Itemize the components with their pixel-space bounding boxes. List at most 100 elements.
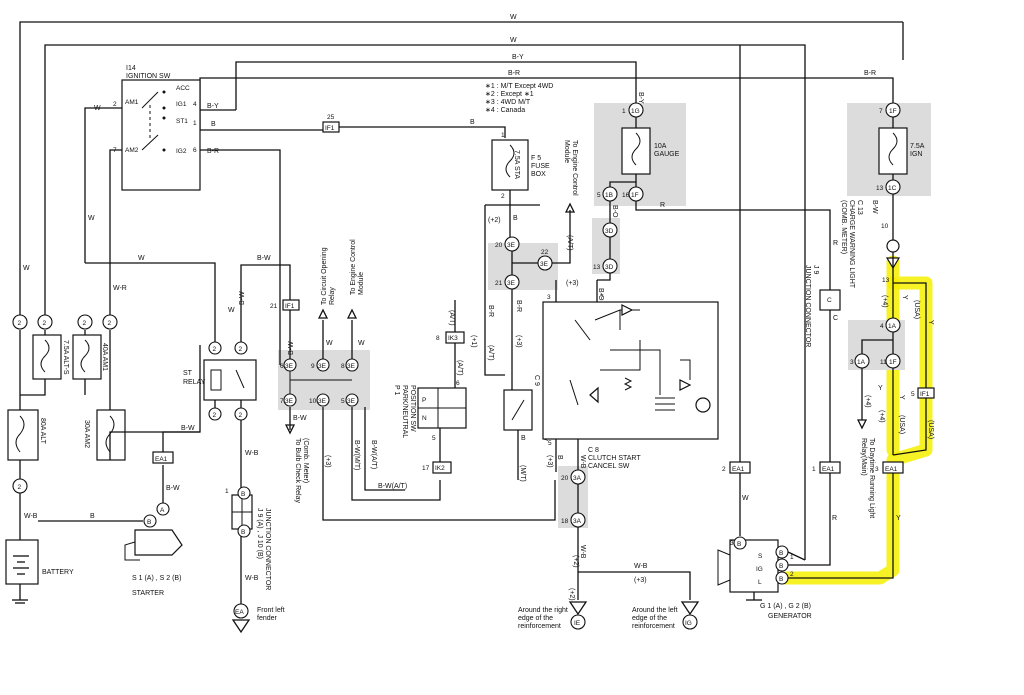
svg-text:30A AM2: 30A AM2: [83, 420, 90, 448]
svg-text:3D: 3D: [605, 228, 614, 235]
svg-text:W: W: [742, 495, 749, 502]
svg-text:80A ALT: 80A ALT: [39, 418, 46, 445]
svg-text:B: B: [90, 513, 95, 520]
svg-text:3E: 3E: [318, 363, 327, 370]
svg-text:5: 5: [341, 398, 345, 405]
svg-text:B-W(M/T): B-W(M/T): [353, 440, 360, 470]
svg-text:B: B: [737, 541, 741, 548]
wire-label: W: [138, 255, 145, 262]
svg-text:B: B: [147, 519, 151, 526]
svg-text:To Bulb Check Relay: To Bulb Check Relay: [294, 438, 301, 503]
svg-text:(+4): (+4): [864, 395, 871, 408]
wire-label: W: [510, 14, 517, 21]
wire-label: B-R: [864, 70, 876, 77]
svg-text:I14: I14: [126, 65, 136, 72]
svg-text:AM1: AM1: [125, 99, 139, 106]
svg-text:IK3: IK3: [448, 335, 458, 342]
svg-text:P 1: P 1: [393, 385, 400, 395]
svg-text:fender: fender: [257, 615, 278, 622]
svg-text:10: 10: [881, 223, 889, 230]
wire-label: B: [470, 119, 475, 126]
svg-text:B-O: B-O: [611, 205, 618, 218]
svg-text:1: 1: [622, 108, 626, 115]
svg-text:(USA): (USA): [913, 300, 920, 319]
svg-text:Front left: Front left: [257, 607, 285, 614]
svg-text:EA1: EA1: [822, 466, 835, 473]
svg-text:IF1: IF1: [325, 125, 335, 132]
svg-text:5: 5: [597, 192, 601, 199]
wire-label: B-Y: [207, 103, 219, 110]
svg-text:8: 8: [436, 335, 440, 342]
svg-text:B-R: B-R: [515, 300, 522, 312]
starter: S 1 (A) , S 2 (B) STARTER: [124, 465, 183, 597]
svg-text:Y: Y: [898, 395, 905, 400]
svg-text:3E: 3E: [285, 363, 294, 370]
svg-text:B: B: [241, 529, 245, 536]
svg-text:B: B: [513, 215, 518, 222]
svg-text:10: 10: [309, 398, 317, 405]
svg-text:J 9: J 9: [812, 265, 819, 274]
wire-label: W: [510, 37, 517, 44]
svg-text:W: W: [326, 340, 333, 347]
svg-text:B-R: B-R: [487, 305, 494, 317]
svg-text:B: B: [521, 435, 526, 442]
svg-text:Module: Module: [563, 140, 570, 163]
svg-text:(+2): (+2): [572, 555, 579, 568]
svg-text:1F: 1F: [631, 192, 639, 199]
svg-text:N: N: [422, 415, 427, 422]
svg-text:Relay(Main): Relay(Main): [860, 438, 867, 476]
svg-text:B: B: [241, 491, 245, 498]
clutch-start-cancel-switch: 3 7 5 C 8 CLUTCH START CANCEL SW: [542, 280, 719, 472]
svg-text:1F: 1F: [889, 359, 897, 366]
svg-text:BATTERY: BATTERY: [42, 569, 74, 576]
notes-legend: ∗1 : M/T Except 4WD ∗2 : Except ∗1 ∗3 : …: [485, 83, 553, 114]
svg-text:R: R: [833, 240, 838, 247]
fuse-blocks-left: 7.5A ALT-S 40A AM1 80A ALT 30A AM2: [7, 330, 201, 480]
svg-text:IG: IG: [685, 620, 692, 627]
connector-ik2: [432, 461, 452, 474]
svg-text:25: 25: [327, 114, 335, 121]
svg-text:EA1: EA1: [155, 456, 168, 463]
svg-text:13: 13: [593, 264, 601, 271]
svg-text:B-W(A/T): B-W(A/T): [370, 440, 377, 469]
svg-text:RELAY: RELAY: [183, 379, 206, 386]
svg-text:21: 21: [270, 303, 278, 310]
svg-text:1: 1: [790, 554, 794, 561]
svg-text:IF1: IF1: [285, 303, 295, 310]
svg-text:7.5A ALT-S: 7.5A ALT-S: [62, 340, 69, 375]
svg-text:IGNITION SW: IGNITION SW: [126, 73, 171, 80]
fuse-box-sta: 7.5A STA F 5 FUSE BOX 1 2: [484, 132, 550, 376]
svg-text:B: B: [556, 455, 563, 460]
svg-text:5: 5: [432, 435, 436, 442]
pin-2: [208, 407, 222, 421]
svg-text:G 1 (A) , G 2 (B): G 1 (A) , G 2 (B): [760, 603, 811, 610]
svg-text:S: S: [758, 553, 763, 560]
svg-text:C 9: C 9: [533, 375, 540, 386]
svg-text:21: 21: [495, 280, 503, 287]
svg-text:(A/T): (A/T): [487, 345, 494, 361]
connector-if1: [282, 299, 300, 311]
svg-text:IE: IE: [574, 620, 581, 627]
svg-text:B: B: [779, 576, 783, 583]
svg-text:CLUTCH START: CLUTCH START: [588, 455, 641, 462]
svg-text:(+3): (+3): [515, 335, 522, 348]
charge-warning-lamp: [886, 239, 900, 253]
junction-connector-j9: C J 9 JUNCTION CONNECTOR R C: [804, 240, 841, 462]
svg-text:GAUGE: GAUGE: [654, 151, 680, 158]
svg-text:B: B: [779, 550, 783, 557]
svg-text:3E: 3E: [347, 363, 356, 370]
ignition-switch: I14 IGNITION SW ACC AM1 AM2 IG1 ST1 IG2 …: [113, 65, 201, 191]
svg-text:20: 20: [561, 475, 569, 482]
svg-text:B-W: B-W: [871, 200, 878, 214]
wire-label: W-R: [113, 285, 127, 292]
svg-text:edge of the: edge of the: [632, 615, 667, 622]
svg-text:B-W: B-W: [166, 485, 180, 492]
svg-text:4: 4: [880, 323, 884, 330]
3e-connectors: 3E 3E 3E 3E 3E 3E 6 9 8 7 10 5: [280, 358, 359, 407]
svg-text:2: 2: [722, 466, 726, 473]
svg-text:IGN: IGN: [910, 151, 922, 158]
svg-text:edge of the: edge of the: [518, 615, 553, 622]
svg-text:JUNCTION CONNECTOR: JUNCTION CONNECTOR: [264, 508, 271, 590]
pin-2: [102, 314, 118, 330]
